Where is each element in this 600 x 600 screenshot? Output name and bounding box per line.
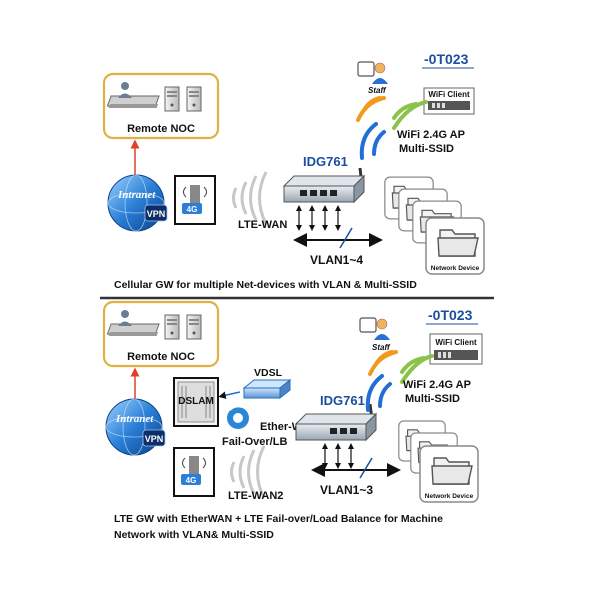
staff-laptop-icon: Staff — [357, 61, 388, 95]
vdsl-modem — [242, 378, 292, 400]
lte-wireless-waves — [230, 445, 266, 499]
failover-icon — [227, 405, 249, 429]
top-panel: Remote NOC Intranet VPN 4G LTE — [102, 51, 485, 291]
lte-wan-label: LTE-WAN — [238, 219, 287, 231]
failover-label: Fail-Over/LB — [222, 436, 287, 448]
dslam-label: DSLAM — [178, 396, 214, 407]
wifi-waves-client — [400, 354, 434, 384]
network-device-stack: Network Device — [384, 176, 485, 275]
vdsl-label: VDSL — [254, 367, 283, 379]
multi-ssid-label: Multi-SSID — [405, 393, 460, 405]
wifi-waves-staff — [356, 96, 386, 122]
operator-icon — [118, 310, 132, 326]
lan-arrows — [322, 443, 354, 469]
cellular-tower-node: 4G — [173, 447, 215, 497]
wifi-client-label: WiFi Client — [428, 90, 470, 99]
remote-noc-node: Remote NOC — [102, 72, 220, 140]
vlan-slash — [339, 227, 353, 249]
intranet-vpn-globe: Intranet VPN — [107, 174, 168, 232]
wifi-waves-client — [392, 100, 428, 130]
bottom-caption-line1: LTE GW with EtherWAN + LTE Fail-over/Loa… — [114, 513, 443, 525]
noc-label: Remote NOC — [127, 351, 195, 363]
bottom-caption-line2: Network with VLAN& Multi-SSID — [114, 529, 274, 541]
operator-icon — [118, 82, 132, 98]
vlan-slash — [359, 457, 373, 479]
gateway-label: IDG761 — [320, 393, 365, 408]
network-device-label: Network Device — [425, 493, 474, 500]
model-code-label: -0T023 — [424, 51, 469, 67]
gateway-device — [294, 403, 378, 442]
lte-wan2-label: LTE-WAN2 — [228, 490, 283, 502]
vpn-label: VPN — [145, 434, 164, 444]
staff-label: Staff — [368, 86, 387, 95]
vlan-label: VLAN1~3 — [320, 483, 373, 497]
vpn-label: VPN — [147, 209, 166, 219]
noc-label: Remote NOC — [127, 123, 195, 135]
wifi-client-device: WiFi Client — [423, 87, 475, 115]
bottom-panel: Remote NOC Intranet VPN DSLAM VDSL — [102, 300, 483, 541]
remote-noc-node: Remote NOC — [102, 300, 220, 368]
gateway-device — [282, 167, 366, 204]
server-icon — [164, 86, 180, 112]
network-device-stack: Network Device — [398, 420, 479, 503]
cell-4g-label: 4G — [186, 476, 197, 485]
intranet-vpn-globe: Intranet VPN — [105, 398, 166, 456]
vlan-label: VLAN1~4 — [310, 253, 363, 267]
staff-label: Staff — [372, 343, 391, 352]
wifi-waves-ap — [365, 374, 392, 412]
server-icon — [164, 314, 180, 340]
wifi-ap-label: WiFi 2.4G AP — [397, 129, 465, 141]
cell-4g-label: 4G — [187, 205, 198, 214]
server-icon — [186, 86, 202, 112]
vdsl-to-dslam-arrow — [218, 391, 241, 399]
network-device-label: Network Device — [431, 265, 480, 272]
wifi-client-device: WiFi Client — [429, 333, 483, 365]
model-code-label: -0T023 — [428, 307, 473, 323]
multi-ssid-label: Multi-SSID — [399, 143, 454, 155]
intranet-label: Intranet — [117, 189, 156, 201]
lte-wireless-waves — [232, 171, 268, 225]
lan-arrows — [296, 205, 341, 231]
top-caption: Cellular GW for multiple Net-devices wit… — [114, 279, 417, 291]
server-icon — [186, 314, 202, 340]
staff-laptop-icon: Staff — [359, 317, 391, 352]
wifi-client-label: WiFi Client — [435, 338, 477, 347]
wifi-ap-label: WiFi 2.4G AP — [403, 379, 471, 391]
wifi-waves-staff — [368, 350, 398, 376]
intranet-label: Intranet — [115, 413, 154, 425]
wifi-waves-ap — [359, 122, 386, 160]
gateway-label: IDG761 — [303, 154, 348, 169]
dslam-node: DSLAM — [173, 377, 219, 427]
cellular-tower-node: 4G — [174, 175, 216, 225]
